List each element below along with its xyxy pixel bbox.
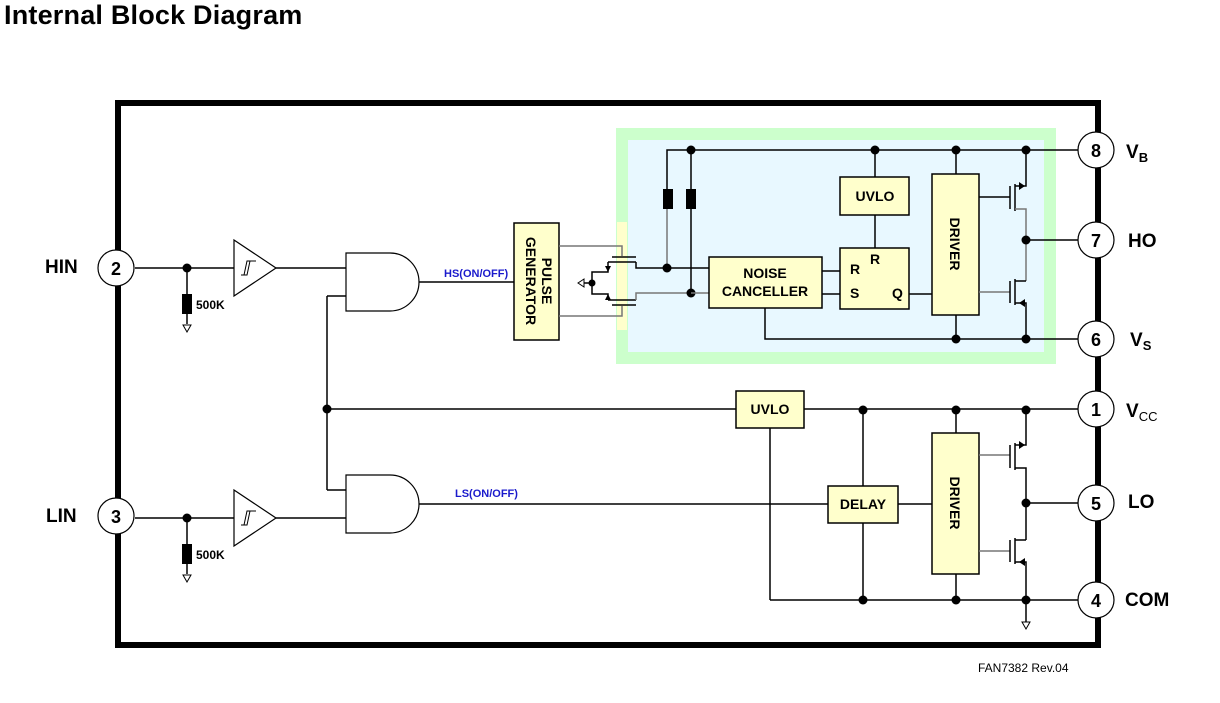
- pulse-generator-label-1: PULSE: [539, 258, 555, 305]
- enable-node: [322, 404, 332, 414]
- arrow-icon: [605, 266, 611, 272]
- driver-low-label: DRIVER: [947, 477, 963, 530]
- pin-vcc: 1 VCC: [1077, 390, 1157, 428]
- hs-signal-label: HS(ON/OFF): [444, 268, 508, 280]
- com-node: [858, 595, 868, 605]
- driver-high-label: DRIVER: [947, 218, 963, 271]
- latch-q: Q: [892, 285, 903, 301]
- pin-vb-number: 8: [1091, 141, 1101, 161]
- rs-latch-block: [839, 247, 910, 310]
- hs-nmos-source: [1015, 302, 1027, 339]
- level-shift-resistor-1: [663, 189, 673, 209]
- ls-mosfet-drain: [635, 262, 668, 269]
- lin-schmitt-buffer: [233, 488, 278, 548]
- pin-ho-label: HO: [1128, 231, 1157, 252]
- ls-mosfet-drain-2: [635, 292, 691, 300]
- uvlo-high-block: [839, 176, 910, 216]
- pmos-drain: [1015, 467, 1027, 540]
- ground-icon: [1021, 621, 1031, 631]
- noise-canceller-block: [708, 256, 823, 309]
- uvlo-low-label: UVLO: [751, 401, 790, 417]
- delay-vcc-node: [858, 405, 868, 415]
- latch-r: R: [850, 261, 860, 277]
- hin-schmitt-buffer: [233, 238, 278, 298]
- pin-lin-number: 3: [111, 507, 121, 527]
- level-shift-strip: [617, 222, 627, 330]
- pin-vb: 8 VB: [1077, 131, 1148, 169]
- pin-vs-number: 6: [1091, 330, 1101, 350]
- driver-high-block: [931, 173, 980, 316]
- pin-lo: 5 LO: [1077, 484, 1154, 522]
- ls-and-gate: [345, 474, 420, 534]
- pin-lin: 3 LIN: [46, 497, 135, 535]
- arrow-icon: [1019, 299, 1025, 307]
- pin-com: 4 COM: [1077, 581, 1169, 619]
- pin-lo-label: LO: [1128, 492, 1154, 513]
- pin-vs: 6 VS: [1077, 320, 1152, 358]
- pmos-source: [1015, 410, 1027, 446]
- pin-com-number: 4: [1091, 591, 1101, 611]
- pmos-arrow: [1019, 441, 1025, 449]
- level-shift-resistor-2: [686, 189, 696, 209]
- pin-hin-label: HIN: [45, 257, 78, 278]
- pin-hin-number: 2: [111, 259, 121, 279]
- hin-resistor: [182, 294, 192, 314]
- hs-and-gate: [345, 252, 420, 312]
- page-title: Internal Block Diagram: [4, 0, 303, 30]
- hysteresis-icon: [241, 260, 256, 276]
- uvlo-low-block: [735, 390, 805, 429]
- pin-vcc-label: VCC: [1126, 401, 1157, 424]
- hs-pmos-source: [1015, 150, 1027, 187]
- noise-canceller-label-2: CANCELLER: [722, 283, 808, 299]
- pin-vcc-number: 1: [1091, 400, 1101, 420]
- pin-ho: 7 HO: [1077, 221, 1157, 259]
- hin-ground-icon: [182, 324, 192, 334]
- latch-r-top: R: [870, 251, 880, 267]
- pulse-reset-wire: [559, 306, 623, 317]
- latch-s: S: [850, 285, 859, 301]
- ic-package-outline: [115, 100, 1101, 648]
- uvlo-high-label: UVLO: [856, 188, 895, 204]
- pin-lin-label: LIN: [46, 506, 77, 527]
- pin-ho-number: 7: [1091, 231, 1101, 251]
- pin-lo-number: 5: [1091, 494, 1101, 514]
- revision-label: FAN7382 Rev.04: [978, 661, 1069, 675]
- delay-label: DELAY: [840, 496, 887, 512]
- pulse-generator-label-2: GENERATOR: [523, 237, 539, 325]
- hysteresis-icon: [241, 510, 256, 526]
- pulse-generator-block: [513, 222, 560, 341]
- arrow-icon: [605, 294, 611, 300]
- hin-resistor-label: 500K: [196, 298, 225, 312]
- nmos-source: [1015, 561, 1027, 600]
- vs-rail: [764, 308, 1078, 340]
- lin-resistor-label: 500K: [196, 548, 225, 562]
- lin-ground-icon: [182, 574, 192, 584]
- pin-hin: 2 HIN: [45, 249, 135, 287]
- nmos-arrow: [1019, 558, 1025, 566]
- lin-resistor: [182, 544, 192, 564]
- hs-pmos-drain: [1015, 208, 1027, 281]
- pin-vs-label: VS: [1130, 330, 1152, 353]
- pulse-set-wire: [559, 245, 623, 256]
- vb-rail: [666, 149, 1078, 193]
- ground-icon: [577, 278, 585, 288]
- arrow-icon: [1019, 182, 1025, 190]
- pin-vb-label: VB: [1126, 142, 1148, 165]
- noise-canceller-label-1: NOISE: [743, 265, 787, 281]
- vs-node: [951, 334, 961, 344]
- ls-signal-label: LS(ON/OFF): [455, 488, 518, 500]
- driver-low-block: [931, 432, 980, 575]
- pin-com-label: COM: [1125, 590, 1169, 611]
